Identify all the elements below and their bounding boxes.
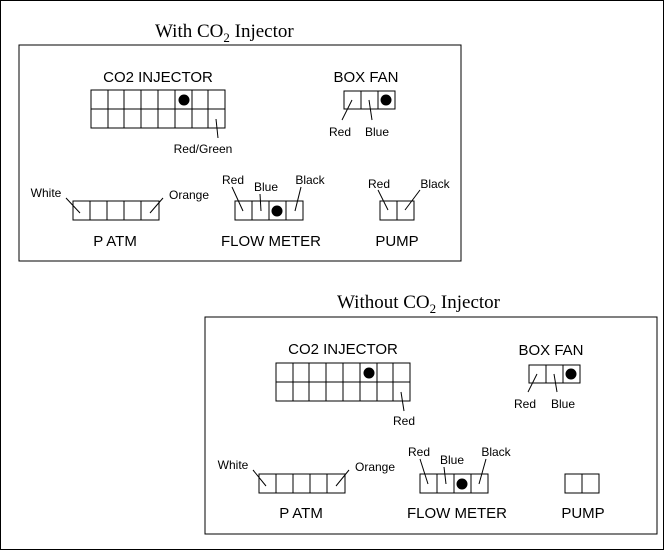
bottom-panel [204, 316, 658, 535]
bottom-p-atm-label: P ATM [279, 505, 323, 522]
top-box-fan-label: BOX FAN [333, 69, 398, 86]
top-co2-wire [215, 118, 219, 139]
top-co2-injector-connector [90, 89, 226, 139]
top-p-atm-wire-right: Orange [169, 188, 209, 202]
top-flow-meter-label: FLOW METER [221, 233, 321, 250]
top-flow-meter-connector [231, 186, 304, 221]
bottom-box-fan-label: BOX FAN [518, 342, 583, 359]
top-box-fan-wire-left: Red [329, 125, 351, 139]
bottom-flow-meter-wire-mid: Blue [440, 453, 464, 467]
bottom-box-fan-wire-right: Blue [551, 397, 575, 411]
top-flow-meter-wire-right: Black [295, 173, 325, 187]
top-p-atm-wire-left: White [31, 186, 62, 200]
top-box-fan-wire-right: Blue [365, 125, 389, 139]
bottom-title: Without CO2 Injector [337, 292, 501, 316]
bottom-box-fan-connector [527, 364, 581, 393]
top-title: With CO2 Injector [155, 21, 294, 45]
top-co2-pin-dot [178, 94, 190, 106]
top-pump-wire-right: Black [420, 177, 450, 191]
top-co2-wire-label: Red/Green [174, 142, 233, 156]
bottom-p-atm-wire-left: White [218, 458, 249, 472]
top-pump-wire-left: Red [368, 177, 390, 191]
bottom-flow-meter-wire-left: Red [408, 445, 430, 459]
top-box-fan-connector [341, 90, 396, 121]
bottom-flow-meter-wire-right: Black [481, 445, 511, 459]
bottom-pump-label: PUMP [561, 505, 604, 522]
bottom-p-atm-connector [252, 469, 350, 494]
top-p-atm-connector [65, 197, 164, 221]
top-co2-injector-label: CO2 INJECTOR [103, 69, 213, 86]
bottom-co2-injector-label: CO2 INJECTOR [288, 341, 398, 358]
bottom-co2-injector-connector [275, 362, 411, 412]
bottom-p-atm-wire-right: Orange [355, 460, 395, 474]
bottom-flow-meter-label: FLOW METER [407, 505, 507, 522]
top-flow-meter-wire-mid: Blue [254, 180, 278, 194]
top-pump-connector [377, 189, 421, 221]
bottom-box-fan-wire-left: Red [514, 397, 536, 411]
top-p-atm-label: P ATM [93, 233, 137, 250]
top-panel [18, 44, 462, 262]
bottom-co2-wire-label: Red [393, 414, 415, 428]
bottom-pump-connector [564, 473, 600, 494]
bottom-flow-meter-connector [419, 458, 489, 494]
top-pump-label: PUMP [375, 233, 418, 250]
top-flow-meter-wire-left: Red [222, 173, 244, 187]
